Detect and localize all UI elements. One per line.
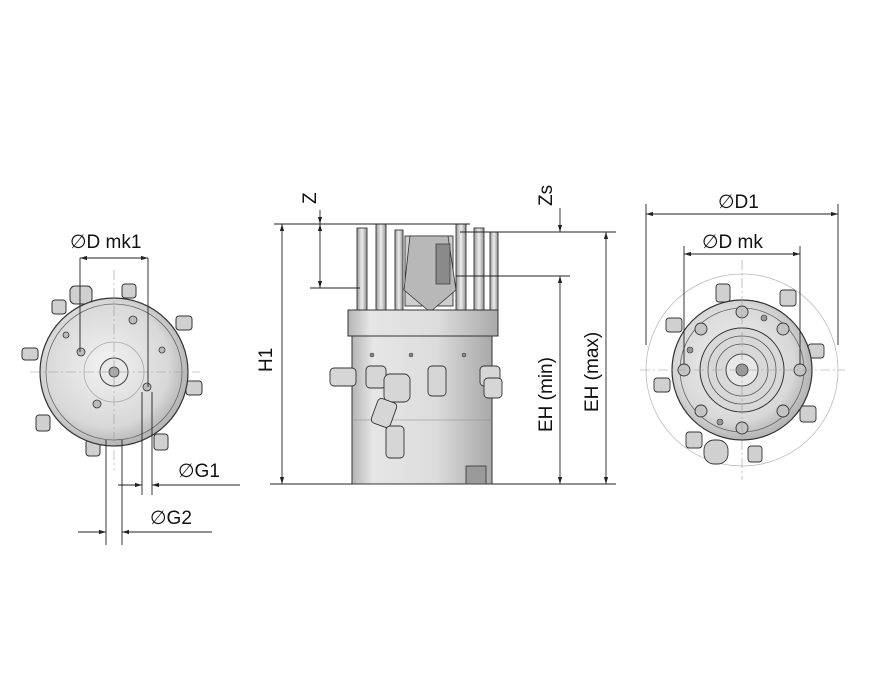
label-d-mk1: ∅D mk1 bbox=[70, 232, 141, 253]
top-flange bbox=[347, 309, 499, 337]
right-end-view: ∅D1 ∅D mk bbox=[640, 192, 845, 480]
right-view-bolt-holes bbox=[677, 305, 807, 435]
label-eh-min: EH (min) bbox=[536, 357, 557, 432]
label-zs: Zs bbox=[536, 185, 557, 206]
main-body bbox=[351, 335, 493, 485]
label-z: Z bbox=[300, 192, 321, 204]
label-d1: ∅D1 bbox=[718, 192, 759, 213]
label-g1: ∅G1 bbox=[178, 461, 220, 482]
side-view: Z H1 Zs EH (min) EH (max) bbox=[256, 185, 616, 485]
right-view-fittings bbox=[653, 283, 825, 465]
side-view-fittings bbox=[329, 365, 503, 459]
left-view-fittings bbox=[21, 283, 203, 457]
label-d-mk: ∅D mk bbox=[702, 232, 763, 253]
label-g2: ∅G2 bbox=[150, 508, 192, 529]
label-eh-max: EH (max) bbox=[582, 332, 603, 412]
label-h1: H1 bbox=[256, 348, 277, 372]
left-end-view: ∅D mk1 ∅G1 ∅G2 bbox=[21, 232, 240, 545]
